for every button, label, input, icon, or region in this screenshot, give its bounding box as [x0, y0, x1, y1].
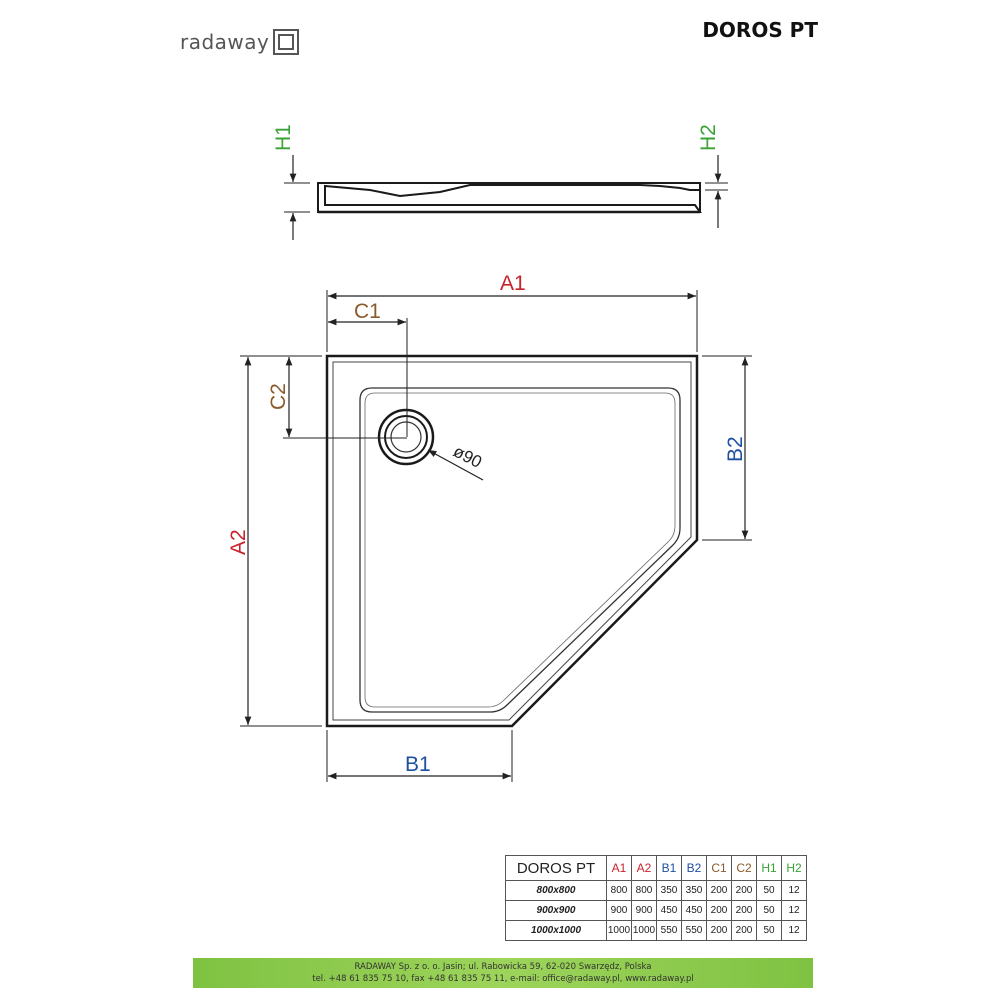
- top-plan-view: ø90 A1 C1 A2 C2 B2 B1: [227, 272, 752, 782]
- cell-c2: 200: [731, 920, 757, 941]
- cell-h2: 12: [781, 900, 807, 921]
- col-h2: H2: [781, 855, 807, 881]
- cell-h2: 12: [781, 880, 807, 901]
- cell-a1: 900: [606, 900, 632, 921]
- label-b1: B1: [405, 753, 431, 776]
- brand: radaway: [180, 26, 300, 58]
- cell-c1: 200: [706, 900, 732, 921]
- label-c2: C2: [267, 383, 290, 410]
- table-row: 900x900 900 900 450 450 200 200 50 12: [505, 900, 807, 921]
- drain-leader: [427, 449, 484, 481]
- tray-rim-inner: [332, 361, 692, 721]
- cell-h1: 50: [756, 880, 782, 901]
- cell-h2: 12: [781, 920, 807, 941]
- table-row: 800x800 800 800 350 350 200 200 50 12: [505, 880, 807, 901]
- row-size: 900x900: [505, 900, 607, 921]
- label-a2: A2: [227, 529, 250, 555]
- col-c1: C1: [706, 855, 732, 881]
- tray-profile: [317, 182, 702, 213]
- footer-address: RADAWAY Sp. z o. o. Jasin; ul. Rabowicka…: [354, 962, 652, 972]
- footer-contact-bar: RADAWAY Sp. z o. o. Jasin; ul. Rabowicka…: [193, 958, 813, 988]
- cell-c1: 200: [706, 920, 732, 941]
- cell-b1: 450: [656, 900, 682, 921]
- col-h1: H1: [756, 855, 782, 881]
- table-row: 1000x1000 1000 1000 550 550 200 200 50 1…: [505, 920, 807, 941]
- label-drain-diameter: ø90: [450, 442, 485, 472]
- row-size: 800x800: [505, 880, 607, 901]
- brand-name: radaway: [180, 30, 270, 54]
- label-a1: A1: [500, 272, 526, 295]
- cell-a2: 1000: [631, 920, 657, 941]
- col-a1: A1: [606, 855, 632, 881]
- cell-b1: 350: [656, 880, 682, 901]
- cell-b2: 350: [681, 880, 707, 901]
- cell-b2: 450: [681, 900, 707, 921]
- row-size: 1000x1000: [505, 920, 607, 941]
- drain-ring: [384, 415, 428, 459]
- cell-h1: 50: [756, 900, 782, 921]
- footer-contact: tel. +48 61 835 75 10, fax +48 61 835 75…: [312, 974, 694, 984]
- tray-outline: [325, 354, 699, 728]
- cell-c2: 200: [731, 900, 757, 921]
- col-c2: C2: [731, 855, 757, 881]
- drain-outer: [377, 408, 435, 466]
- spec-table-header: DOROS PT A1 A2 B1 B2 C1 C2 H1 H2: [505, 855, 807, 881]
- cell-h1: 50: [756, 920, 782, 941]
- col-a2: A2: [631, 855, 657, 881]
- cell-a1: 1000: [606, 920, 632, 941]
- drain-inner: [390, 421, 422, 453]
- cell-c1: 200: [706, 880, 732, 901]
- radaway-logo-icon: [273, 29, 300, 55]
- label-h1: H1: [272, 124, 295, 151]
- cell-c2: 200: [731, 880, 757, 901]
- cell-a2: 900: [631, 900, 657, 921]
- label-b2: B2: [724, 436, 747, 462]
- col-b2: B2: [681, 855, 707, 881]
- label-h2: H2: [697, 124, 720, 151]
- cell-b1: 550: [656, 920, 682, 941]
- cell-a2: 800: [631, 880, 657, 901]
- cell-b2: 550: [681, 920, 707, 941]
- label-c1: C1: [354, 300, 381, 323]
- spec-table: DOROS PT A1 A2 B1 B2 C1 C2 H1 H2 800x800…: [505, 855, 807, 941]
- side-profile-view: H1 H2: [272, 124, 728, 240]
- col-b1: B1: [656, 855, 682, 881]
- spec-model-name: DOROS PT: [505, 855, 607, 881]
- tray-basin: [359, 387, 681, 713]
- tray-basin-inner: [364, 392, 676, 708]
- cell-a1: 800: [606, 880, 632, 901]
- product-title: DOROS PT: [702, 18, 818, 42]
